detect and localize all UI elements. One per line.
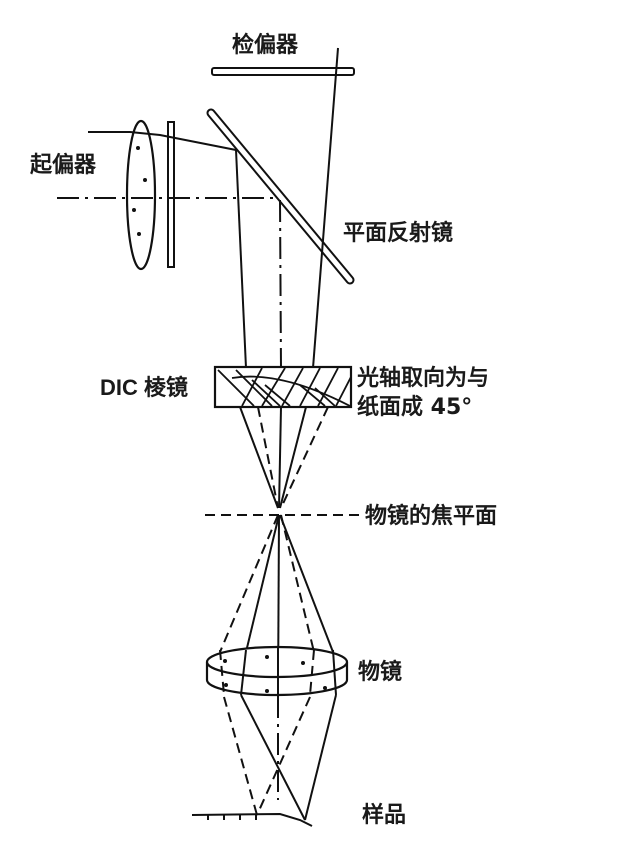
plane-mirror-label: 平面反射镜 (343, 220, 453, 246)
polarizer-label: 起偏器 (29, 152, 97, 178)
focal-plane-label: 物镜的焦平面 (365, 503, 497, 529)
optic-axis-label-line2: 纸面成 45° (357, 394, 472, 420)
dic-prism-label: DIC 棱镜 (100, 375, 188, 400)
polarizer: 起偏器 (29, 119, 175, 271)
reflected-ray-right (312, 47, 339, 369)
reflected-ray-left (235, 149, 247, 369)
objective-label: 物镜 (358, 659, 402, 685)
reflected-axis (279, 199, 282, 371)
analyzer-label: 检偏器 (232, 32, 299, 58)
sample-rays (223, 694, 337, 821)
converging-rays (239, 406, 329, 509)
plane-mirror: 平面反射镜 (206, 108, 453, 285)
sample-label: 样品 (362, 802, 406, 828)
optic-axis-label-line1: 光轴取向为与 (356, 365, 489, 391)
analyzer: 检偏器 (211, 32, 355, 76)
dic-prism: DIC 棱镜 光轴取向为与 纸面成 45° (100, 365, 489, 420)
sample-surface: 样品 (191, 802, 406, 828)
objective-lens: 物镜 (205, 645, 402, 697)
incident-ray-upper (88, 131, 237, 151)
